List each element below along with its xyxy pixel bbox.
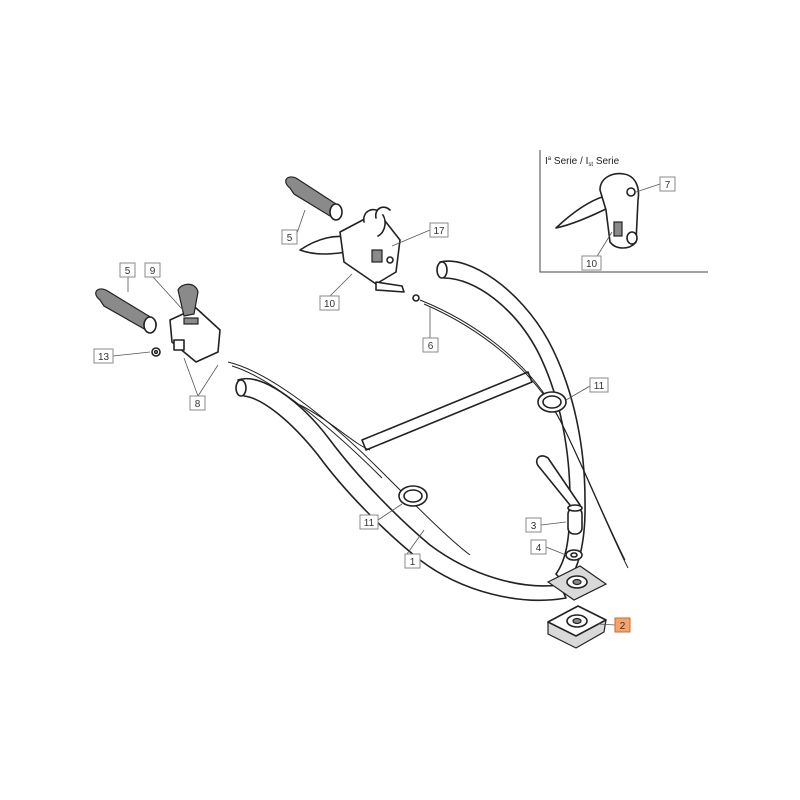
mount-base-part-2: [547, 605, 607, 649]
svg-text:6: 6: [428, 341, 434, 352]
pin-part: [567, 504, 583, 535]
brake-lever-assembly: [299, 206, 405, 293]
callout-8: 8: [189, 395, 206, 411]
inset-frame: [539, 150, 708, 273]
svg-text:2: 2: [620, 621, 626, 632]
svg-text:3: 3: [531, 521, 537, 532]
leader-lines: [112, 183, 661, 626]
svg-text:10: 10: [586, 259, 598, 270]
callout-4: 4: [530, 539, 547, 555]
callout-10-main: 10: [319, 295, 340, 311]
svg-text:5: 5: [125, 266, 131, 277]
callout-6: 6: [422, 337, 439, 353]
svg-text:7: 7: [665, 180, 671, 191]
throttle-control: [169, 283, 221, 363]
washer-part: [565, 549, 583, 561]
callout-9: 9: [144, 262, 161, 278]
cable-clamp-lower: [398, 485, 428, 507]
svg-text:11: 11: [594, 381, 605, 392]
callout-11-upper: 11: [589, 377, 609, 393]
svg-text:8: 8: [195, 399, 201, 410]
callout-13: 13: [93, 348, 114, 364]
callout-7: 7: [659, 176, 676, 192]
svg-text:17: 17: [433, 226, 445, 237]
callout-10-inset: 10: [581, 255, 602, 271]
callout-11-lower: 11: [359, 514, 379, 530]
cable-clamp-upper: [537, 391, 567, 413]
inset-panel: Ia Serie / Ist Serie: [539, 150, 708, 273]
svg-text:10: 10: [324, 299, 336, 310]
callout-3: 3: [525, 517, 542, 533]
callout-5-right-grip: 5: [281, 229, 298, 245]
left-grip: [95, 288, 157, 334]
callout-1: 1: [404, 553, 421, 569]
svg-text:11: 11: [364, 518, 375, 529]
inset-title: Ia Serie / Ist Serie: [545, 156, 620, 168]
callout-5-left-grip: 5: [119, 262, 136, 278]
callout-17: 17: [429, 222, 449, 238]
mount-base-upper: [546, 565, 608, 601]
svg-text:4: 4: [536, 543, 542, 554]
control-cables: [227, 299, 629, 569]
nut-part-13: [151, 347, 161, 357]
svg-text:9: 9: [150, 266, 156, 277]
svg-text:1: 1: [410, 557, 416, 568]
svg-text:5: 5: [287, 233, 293, 244]
svg-text:13: 13: [98, 352, 110, 363]
callout-2-highlighted: 2: [614, 617, 631, 633]
stand-loop: [535, 455, 581, 511]
right-grip: [285, 176, 343, 221]
cable-end-fitting: [412, 294, 420, 302]
inset-brake-lever: [555, 172, 640, 249]
